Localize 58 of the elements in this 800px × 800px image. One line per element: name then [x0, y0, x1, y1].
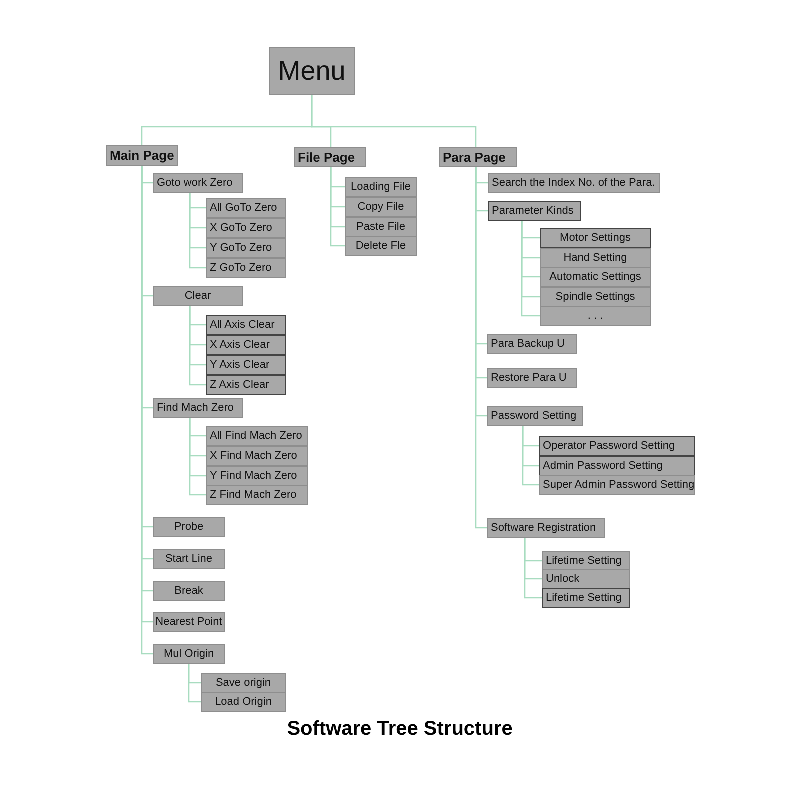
menu-item-box: Paste File	[345, 217, 417, 237]
menu-item-box: Main Page	[106, 145, 178, 166]
menu-item-box: Para Page	[439, 147, 517, 167]
menu-item-box: Copy File	[345, 197, 417, 217]
menu-item-box: Lifetime Setting	[542, 551, 630, 571]
menu-item-box: X Axis Clear	[206, 335, 286, 355]
menu-item-box: Admin Password Setting	[539, 456, 695, 476]
connector-line	[311, 95, 477, 147]
connector-line	[522, 426, 539, 486]
connector-line	[524, 538, 542, 599]
menu-item-box: All Find Mach Zero	[206, 426, 308, 446]
menu-item-box: Nearest Point	[153, 612, 225, 632]
menu-item-box: Loading File	[345, 177, 417, 197]
menu-item-box: Restore Para U	[487, 368, 577, 388]
menu-item-box: Save origin	[201, 673, 286, 693]
menu-item-box: Y Find Mach Zero	[206, 466, 308, 486]
menu-item-box: Start Line	[153, 549, 225, 569]
menu-item-box: Unlock	[542, 569, 630, 589]
menu-item-box: Para Backup U	[487, 334, 577, 354]
menu-item-box: Z Axis Clear	[206, 375, 286, 395]
connector-line	[188, 664, 201, 703]
menu-item-box: Probe	[153, 517, 225, 537]
menu-item-box: All GoTo Zero	[206, 198, 286, 218]
menu-item-box: Clear	[153, 286, 243, 306]
menu-item-box: Find Mach Zero	[153, 398, 243, 418]
menu-item-box: X Find Mach Zero	[206, 446, 308, 466]
connector-line	[330, 167, 345, 247]
menu-item-box: Motor Settings	[540, 228, 651, 248]
menu-item-box: Z GoTo Zero	[206, 258, 286, 278]
menu-item-box: Search the Index No. of the Para.	[488, 173, 660, 193]
diagram-title: Software Tree Structure	[286, 718, 514, 741]
menu-item-box: Hand Setting	[540, 248, 651, 268]
menu-item-box: Automatic Settings	[540, 267, 651, 287]
menu-item-box: Break	[153, 581, 225, 601]
root-menu-box: Menu	[269, 47, 355, 95]
menu-item-box: Goto work Zero	[153, 173, 243, 193]
menu-item-box: Spindle Settings	[540, 287, 651, 307]
menu-item-box: Z Find Mach Zero	[206, 485, 308, 505]
menu-item-box: File Page	[294, 147, 366, 167]
menu-item-box: Super Admin Password Setting	[539, 475, 695, 495]
connector-line	[189, 418, 206, 496]
menu-item-box: Delete Fle	[345, 236, 417, 256]
menu-item-box: X GoTo Zero	[206, 218, 286, 238]
menu-item-box: Password Setting	[487, 406, 583, 426]
menu-item-box: Software Registration	[487, 518, 605, 538]
menu-item-box: Lifetime Setting	[542, 588, 630, 608]
connector-line	[475, 167, 487, 529]
menu-item-box: Mul Origin	[153, 644, 225, 664]
menu-item-box: All Axis Clear	[206, 315, 286, 335]
connector-line	[521, 221, 540, 317]
connector-line	[189, 306, 206, 386]
menu-item-box: . . .	[540, 306, 651, 326]
menu-item-box: Load Origin	[201, 692, 286, 712]
menu-item-box: Y GoTo Zero	[206, 238, 286, 258]
menu-item-box: Operator Password Setting	[539, 436, 695, 456]
menu-item-box: Parameter Kinds	[488, 201, 581, 221]
connector-line	[189, 193, 206, 269]
menu-item-box: Y Axis Clear	[206, 355, 286, 375]
